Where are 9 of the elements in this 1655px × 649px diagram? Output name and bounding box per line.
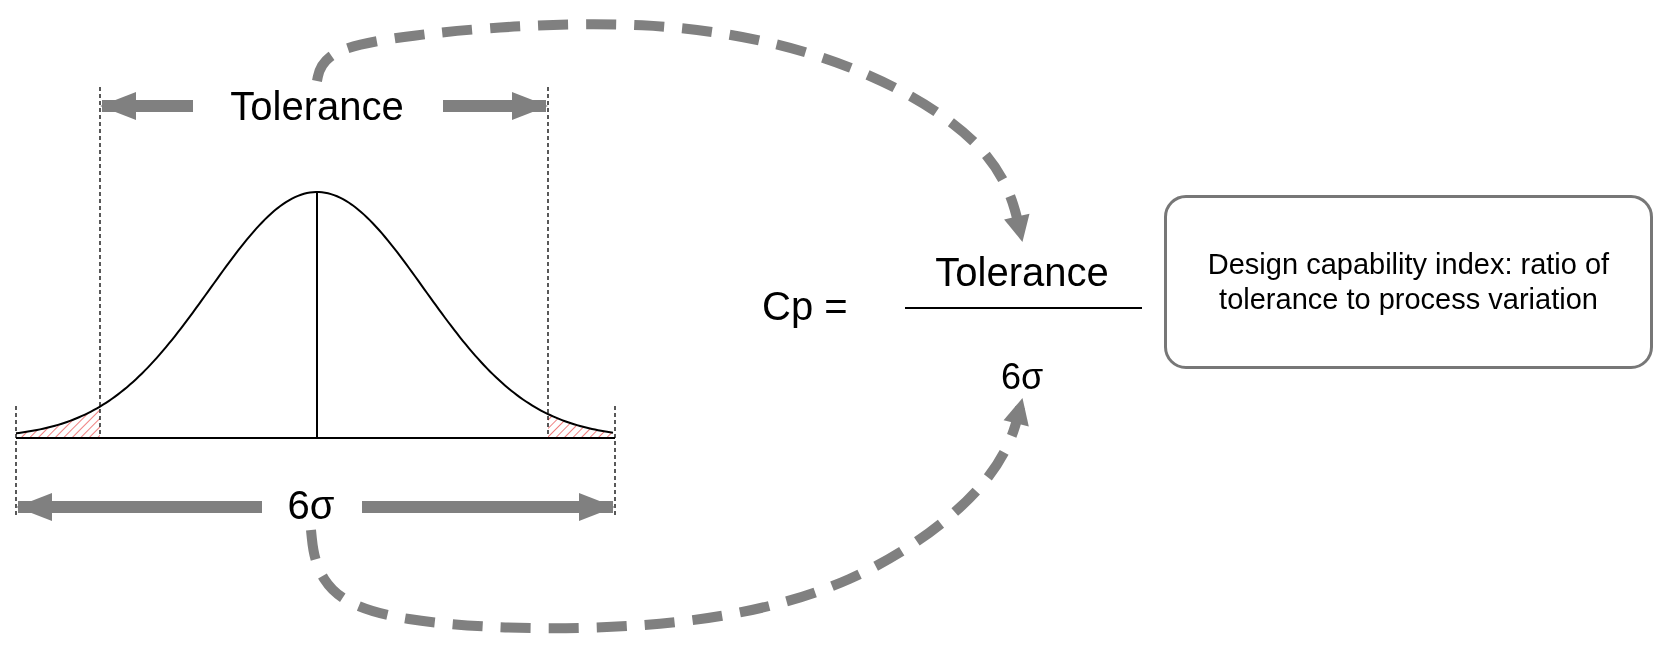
- definition-box: [1164, 195, 1653, 369]
- denominator-text: 6σ: [1000, 355, 1044, 399]
- dashed-arrow: [312, 19, 1030, 242]
- dimension-label: Tolerance: [230, 83, 404, 130]
- dashed-arrow: [306, 398, 1029, 634]
- dimension-label: 6σ: [287, 482, 335, 529]
- formula-text: Cp =: [762, 284, 848, 329]
- numerator-text: Tolerance: [935, 249, 1109, 296]
- definition-text: Design capability index: ratio of tolerance to process variation: [1206, 247, 1611, 317]
